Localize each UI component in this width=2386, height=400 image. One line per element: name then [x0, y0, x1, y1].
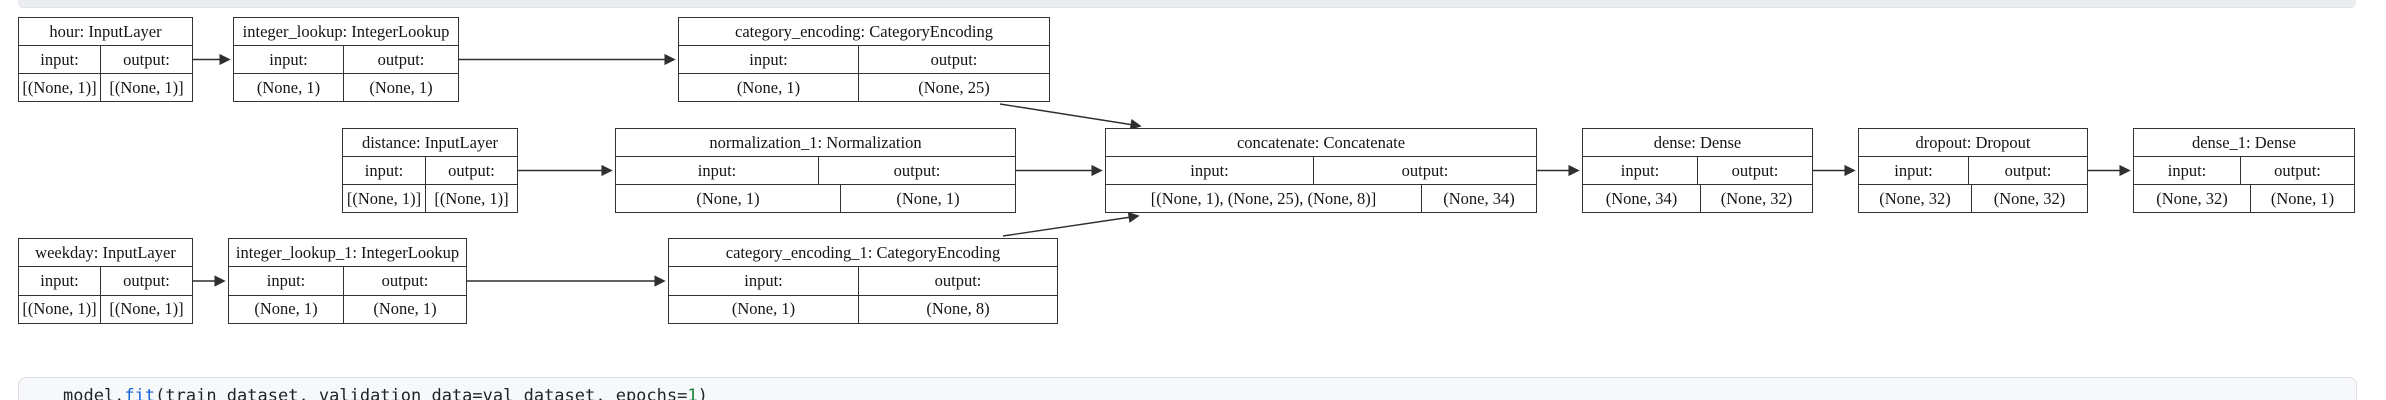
output-label: output:	[893, 160, 941, 180]
edge-category_encoding_1-to-concatenate	[1002, 211, 1140, 237]
node-title: hour: InputLayer	[49, 21, 162, 41]
keras-model-plot: hour: InputLayer input: output: [(None, 1)]…	[18, 17, 2355, 324]
output-shape: (None, 8)	[926, 299, 990, 319]
input-shape: (None, 1)	[229, 295, 344, 323]
output-label: output:	[2004, 160, 2052, 180]
node-title: dense_1: Dense	[2191, 132, 2296, 152]
input-label: input:	[679, 46, 859, 73]
output-shape: (None, 1)	[373, 299, 437, 319]
code-line[interactable]: model.fit(train_dataset, validation_data…	[63, 388, 2356, 400]
layer-node-dropout: dropout: Dropout input: output: (None, 32) (…	[1858, 128, 2088, 213]
layer-node-category_encoding: category_encoding: CategoryEncoding input…	[678, 17, 1050, 102]
input-shape: (None, 32)	[2134, 185, 2251, 212]
code-token: model.	[63, 386, 125, 400]
input-shape: (None, 1)	[616, 185, 841, 212]
input-shape: [(None, 1), (None, 25), (None, 8)]	[1106, 185, 1422, 212]
output-label: output:	[930, 49, 978, 69]
input-shape: [(None, 1)]	[343, 185, 426, 212]
layer-node-category_encoding_1: category_encoding_1: CategoryEncoding inp…	[668, 238, 1058, 324]
node-title: category_encoding_1: CategoryEncoding	[725, 242, 1001, 262]
input-label: input:	[1106, 157, 1314, 184]
input-label: input:	[229, 267, 344, 295]
layer-node-integer_lookup_1: integer_lookup_1: IntegerLookup input: out…	[228, 238, 467, 324]
input-label: input:	[616, 157, 819, 184]
input-label: input:	[343, 157, 426, 184]
input-shape: (None, 1)	[234, 74, 344, 101]
output-shape: (None, 25)	[918, 77, 990, 97]
input-label: input:	[1859, 157, 1969, 184]
code-token: 1	[687, 386, 698, 400]
output-shape: (None, 1)	[369, 77, 433, 97]
input-shape: (None, 1)	[669, 295, 859, 323]
code-token: )	[697, 386, 708, 400]
code-token: (train_dataset, validation_data=val_data…	[155, 386, 688, 400]
input-shape: [(None, 1)]	[19, 295, 101, 323]
layer-node-normalization_1: normalization_1: Normalization input: outp…	[615, 128, 1016, 213]
node-title: dropout: Dropout	[1915, 132, 2031, 152]
input-label: input:	[669, 267, 859, 295]
node-title: normalization_1: Normalization	[709, 132, 922, 152]
code-token: fit	[124, 386, 156, 400]
node-title: integer_lookup_1: IntegerLookup	[235, 242, 460, 262]
output-shape: [(None, 1)]	[434, 188, 509, 208]
output-label: output:	[381, 270, 429, 290]
output-label: output:	[2274, 160, 2321, 180]
output-shape: (None, 32)	[1720, 188, 1793, 208]
layer-node-integer_lookup: integer_lookup: IntegerLookup input: outpu…	[233, 17, 459, 102]
input-shape: (None, 34)	[1583, 185, 1701, 212]
edge-category_encoding-to-concatenate	[999, 103, 1142, 131]
input-shape: [(None, 1)]	[19, 74, 101, 101]
output-shape: (None, 1)	[896, 188, 960, 208]
layer-node-dense: dense: Dense input: output: (None, 34) (None…	[1582, 128, 1813, 213]
output-shape: (None, 34)	[1443, 188, 1515, 208]
input-label: input:	[19, 46, 101, 73]
output-shape: [(None, 1)]	[109, 299, 184, 319]
node-title: weekday: InputLayer	[35, 242, 176, 262]
node-title: distance: InputLayer	[361, 132, 499, 152]
node-title: dense: Dense	[1653, 132, 1742, 152]
output-label: output:	[1401, 160, 1449, 180]
input-label: input:	[2134, 157, 2241, 184]
output-label: output:	[123, 49, 170, 69]
diagram-edges	[193, 53, 2131, 287]
layer-node-weekday: weekday: InputLayer input: output: [(None, …	[18, 238, 193, 324]
layer-node-hour: hour: InputLayer input: output: [(None, 1)]…	[18, 17, 193, 102]
input-shape: (None, 32)	[1859, 185, 1972, 212]
output-shape: [(None, 1)]	[109, 77, 184, 97]
previous-cell-bottom-edge	[18, 0, 2356, 8]
layer-node-concatenate: concatenate: Concatenate input: output: [(N…	[1105, 128, 1537, 213]
output-shape: (None, 32)	[1993, 188, 2066, 208]
output-label: output:	[377, 49, 425, 69]
output-label: output:	[123, 270, 170, 290]
layer-node-dense_1: dense_1: Dense input: output: (None, 32) (No…	[2133, 128, 2355, 213]
input-label: input:	[234, 46, 344, 73]
output-label: output:	[1731, 160, 1779, 180]
node-title: integer_lookup: IntegerLookup	[242, 21, 450, 41]
input-label: input:	[19, 267, 101, 295]
node-title: category_encoding: CategoryEncoding	[735, 21, 993, 41]
code-cell[interactable]: model.fit(train_dataset, validation_data…	[18, 377, 2357, 400]
input-shape: (None, 1)	[679, 74, 859, 101]
input-label: input:	[1583, 157, 1698, 184]
output-label: output:	[448, 160, 495, 180]
output-label: output:	[934, 270, 982, 290]
layer-node-distance: distance: InputLayer input: output: [(None,…	[342, 128, 518, 213]
node-title: concatenate: Concatenate	[1236, 132, 1406, 152]
output-shape: (None, 1)	[2270, 188, 2335, 208]
